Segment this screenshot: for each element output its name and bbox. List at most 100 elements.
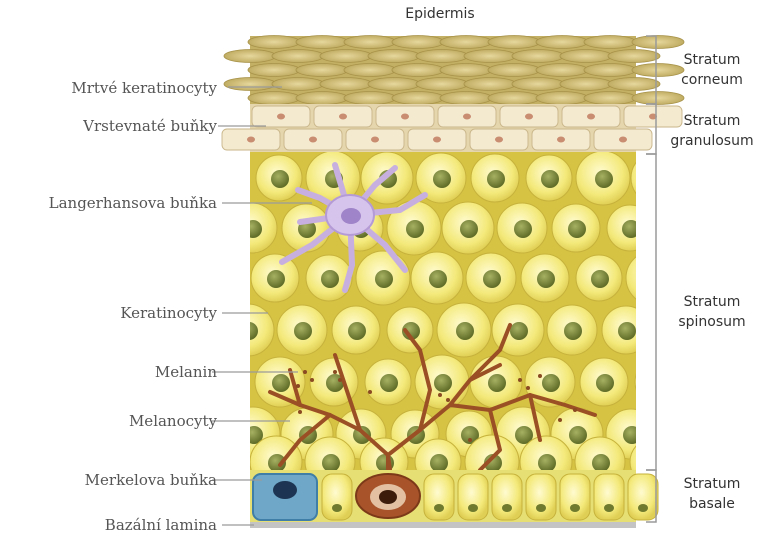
dead-keratinocyte: [416, 50, 468, 63]
layered-cell-nucleus: [587, 114, 595, 120]
basal-cell-nucleus: [604, 504, 614, 512]
keratinocyte-nucleus: [649, 170, 667, 188]
layer-basale-line2: basale: [662, 494, 762, 514]
keratinocyte: [631, 152, 683, 204]
dead-keratinocyte: [368, 50, 420, 63]
basal-melanocyte: [356, 474, 420, 518]
stratum-basale-region: [250, 470, 658, 522]
merkel-cell: [253, 474, 317, 520]
dead-keratinocyte: [440, 36, 492, 49]
basal-cell-nucleus: [638, 504, 648, 512]
keratinocyte-nucleus: [267, 270, 285, 288]
layered-cell-nucleus: [525, 114, 533, 120]
melanin-granule: [296, 384, 300, 388]
keratinocyte-nucleus: [623, 426, 641, 444]
dead-keratinocyte: [344, 64, 396, 77]
keratinocyte-nucleus: [510, 322, 528, 340]
keratinocyte-nucleus: [538, 454, 556, 472]
melanocyte-dendrite: [388, 455, 390, 470]
keratinocyte-nucleus: [348, 322, 366, 340]
keratinocyte: [635, 359, 681, 405]
melanin-granule: [333, 370, 337, 374]
layered-cell-nucleus: [247, 137, 255, 143]
keratinocyte-nucleus: [488, 374, 506, 392]
melanin-granule: [538, 374, 542, 378]
keratinocyte-nucleus: [271, 170, 289, 188]
layered-cell-nucleus: [433, 137, 441, 143]
dead-keratinocyte: [512, 78, 564, 91]
basal-cell-nucleus: [536, 504, 546, 512]
dead-keratinocyte: [320, 50, 372, 63]
stratum-spinosum-region: [222, 151, 711, 490]
dead-keratinocyte: [392, 36, 444, 49]
dead-keratinocyte: [488, 92, 540, 105]
melanin-granule: [468, 438, 472, 442]
dead-keratinocyte: [392, 92, 444, 105]
label-layered-cells: Vrstevnaté buňky: [83, 117, 217, 135]
dead-keratinocyte: [224, 50, 276, 63]
keratinocyte-nucleus: [537, 270, 555, 288]
dead-keratinocyte: [464, 78, 516, 91]
keratinocyte-nucleus: [541, 170, 559, 188]
basal-cell-nucleus: [434, 504, 444, 512]
dead-keratinocyte: [512, 50, 564, 63]
keratinocyte-nucleus: [429, 270, 447, 288]
keratinocyte-nucleus: [618, 322, 636, 340]
layer-label-basale: Stratum basale: [662, 474, 762, 514]
keratinocyte-nucleus: [294, 322, 312, 340]
melanin-granule: [310, 378, 314, 382]
merkel-nucleus: [273, 481, 297, 499]
melanin-granule: [558, 418, 562, 422]
basal-cell: [594, 474, 624, 520]
dead-keratinocyte: [272, 50, 324, 63]
dead-keratinocyte: [320, 78, 372, 91]
dead-keratinocyte: [608, 50, 660, 63]
stratum-corneum-region: [224, 36, 684, 105]
dead-keratinocyte: [488, 36, 540, 49]
dead-keratinocyte: [416, 78, 468, 91]
keratinocyte-nucleus: [677, 426, 695, 444]
basal-cell: [560, 474, 590, 520]
keratinocyte-nucleus: [592, 454, 610, 472]
label-melanin: Melanin: [155, 363, 217, 381]
layer-label-spinosum: Stratum spinosum: [662, 292, 762, 332]
layer-granulosum-line1: Stratum: [662, 111, 762, 131]
dead-keratinocyte: [536, 92, 588, 105]
dead-keratinocyte: [440, 64, 492, 77]
keratinocyte-nucleus: [375, 270, 393, 288]
layer-spinosum-line2: spinosum: [662, 312, 762, 332]
basal-melanocyte-nucleus: [379, 490, 397, 504]
keratinocyte: [661, 410, 709, 458]
dead-keratinocyte: [560, 78, 612, 91]
layer-corneum-line1: Stratum: [662, 50, 762, 70]
basal-cell: [458, 474, 488, 520]
keratinocyte-nucleus: [460, 220, 478, 238]
basal-cell: [322, 474, 352, 520]
dead-keratinocyte: [248, 92, 300, 105]
basal-lamina: [250, 522, 636, 528]
melanin-granule: [298, 410, 302, 414]
keratinocyte-nucleus: [430, 454, 448, 472]
keratinocyte: [222, 304, 274, 356]
layered-cell-nucleus: [371, 137, 379, 143]
label-merkel-cell: Merkelova buňka: [85, 471, 217, 489]
dead-keratinocyte: [632, 36, 684, 49]
keratinocyte-nucleus: [514, 220, 532, 238]
layered-cell-nucleus: [463, 114, 471, 120]
keratinocyte-nucleus: [406, 220, 424, 238]
layered-cell-nucleus: [619, 137, 627, 143]
layer-label-granulosum: Stratum granulosum: [662, 111, 762, 151]
label-basal-lamina: Bazální lamina: [105, 516, 217, 534]
dead-keratinocyte: [392, 64, 444, 77]
layered-cell-nucleus: [495, 137, 503, 143]
dead-keratinocyte: [344, 36, 396, 49]
keratinocyte-nucleus: [591, 270, 609, 288]
langerhans-nucleus: [341, 208, 361, 224]
keratinocyte-nucleus: [321, 270, 339, 288]
dead-keratinocyte-cells: [224, 36, 684, 105]
layered-cell-nucleus: [339, 114, 347, 120]
keratinocyte-nucleus: [483, 270, 501, 288]
keratinocyte-nucleus: [380, 374, 398, 392]
melanin-granule: [303, 370, 307, 374]
keratinocyte-nucleus: [434, 374, 452, 392]
